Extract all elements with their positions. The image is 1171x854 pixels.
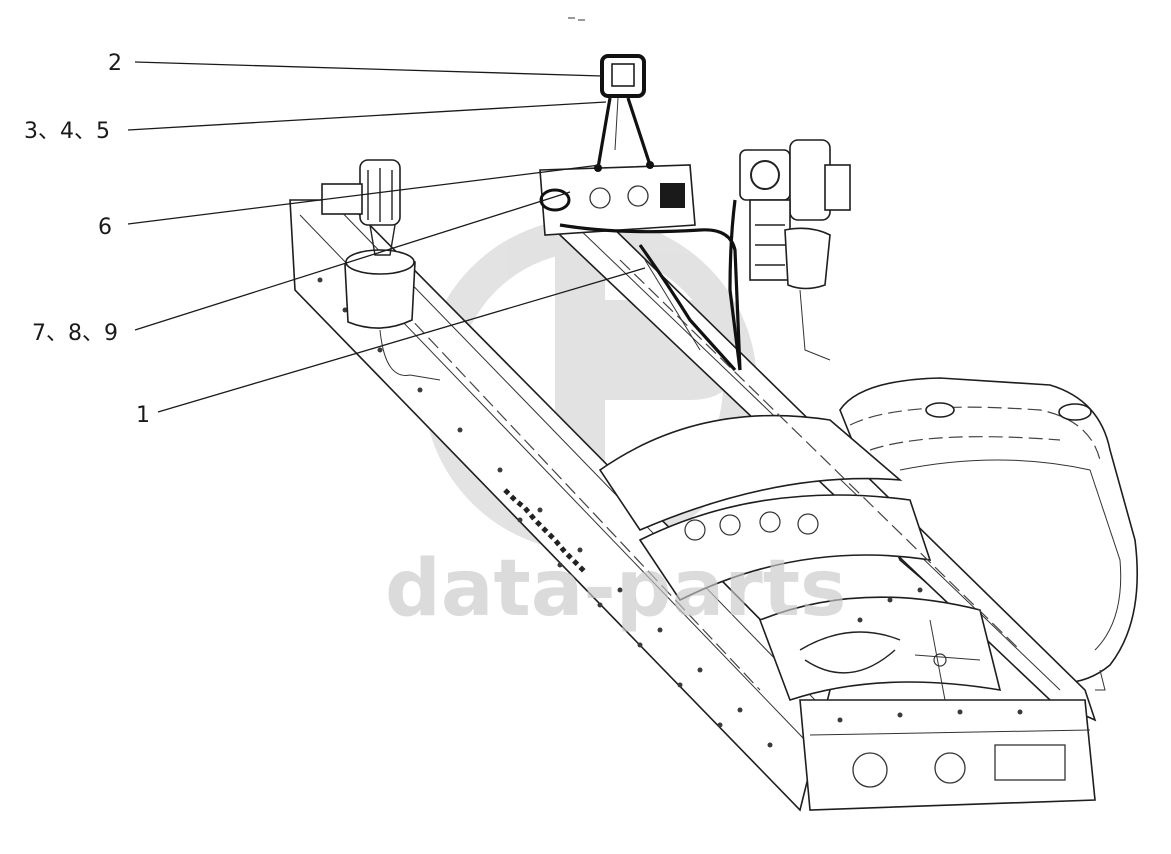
- rail-holes: [317, 277, 1023, 748]
- callout-3-4-5: 3、4、5: [24, 119, 110, 144]
- callout-6: 6: [98, 215, 112, 240]
- display-unit: [594, 54, 654, 172]
- callout-7-8-9: 7、8、9: [32, 321, 118, 346]
- leader-lines: [127, 61, 646, 413]
- watermark-text: data-parts: [385, 544, 846, 634]
- right-air-spring: [739, 139, 851, 361]
- left-air-spring: [321, 159, 441, 381]
- wiring-harness: [559, 199, 742, 372]
- chassis-frame: [289, 199, 1097, 812]
- central-bracket: [539, 164, 696, 236]
- callout-1: 1: [136, 403, 150, 428]
- callout-2: 2: [108, 51, 122, 76]
- fuel-tank: [839, 377, 1138, 691]
